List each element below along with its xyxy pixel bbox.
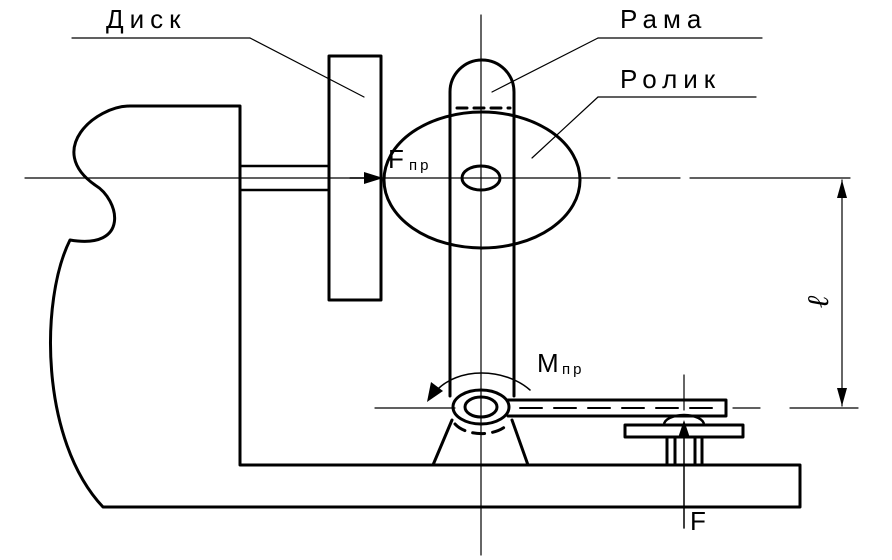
label-frame: Рама xyxy=(620,4,707,34)
moment-arrowhead xyxy=(427,382,443,402)
frame xyxy=(448,58,516,398)
pivot-support xyxy=(431,418,530,467)
roller xyxy=(382,110,582,250)
center-lines xyxy=(24,14,859,556)
label-moment-mpr-sub: пр xyxy=(562,361,584,378)
force-fpr-arrowhead xyxy=(364,172,383,184)
label-disk: Диск xyxy=(106,4,187,34)
leader-frame xyxy=(491,37,599,93)
leader-disk xyxy=(249,37,365,98)
label-force-f: F xyxy=(690,506,712,536)
push-post xyxy=(665,435,704,467)
lever-arm xyxy=(506,398,728,418)
push-dome xyxy=(662,413,706,427)
force-f-arrowhead xyxy=(678,420,690,438)
housing-outline xyxy=(49,104,802,509)
moment-arc xyxy=(434,372,531,393)
label-force-fpr: F xyxy=(388,144,410,174)
label-force-fpr-sub: пр xyxy=(409,157,431,174)
label-roller: Ролик xyxy=(620,64,721,94)
disk-shaft xyxy=(238,164,331,192)
leader-lines xyxy=(249,37,599,159)
dimension-length xyxy=(837,179,847,407)
label-moment-mpr: M xyxy=(537,348,565,378)
label-length: ℓ xyxy=(802,295,835,308)
leader-roller xyxy=(531,96,599,159)
